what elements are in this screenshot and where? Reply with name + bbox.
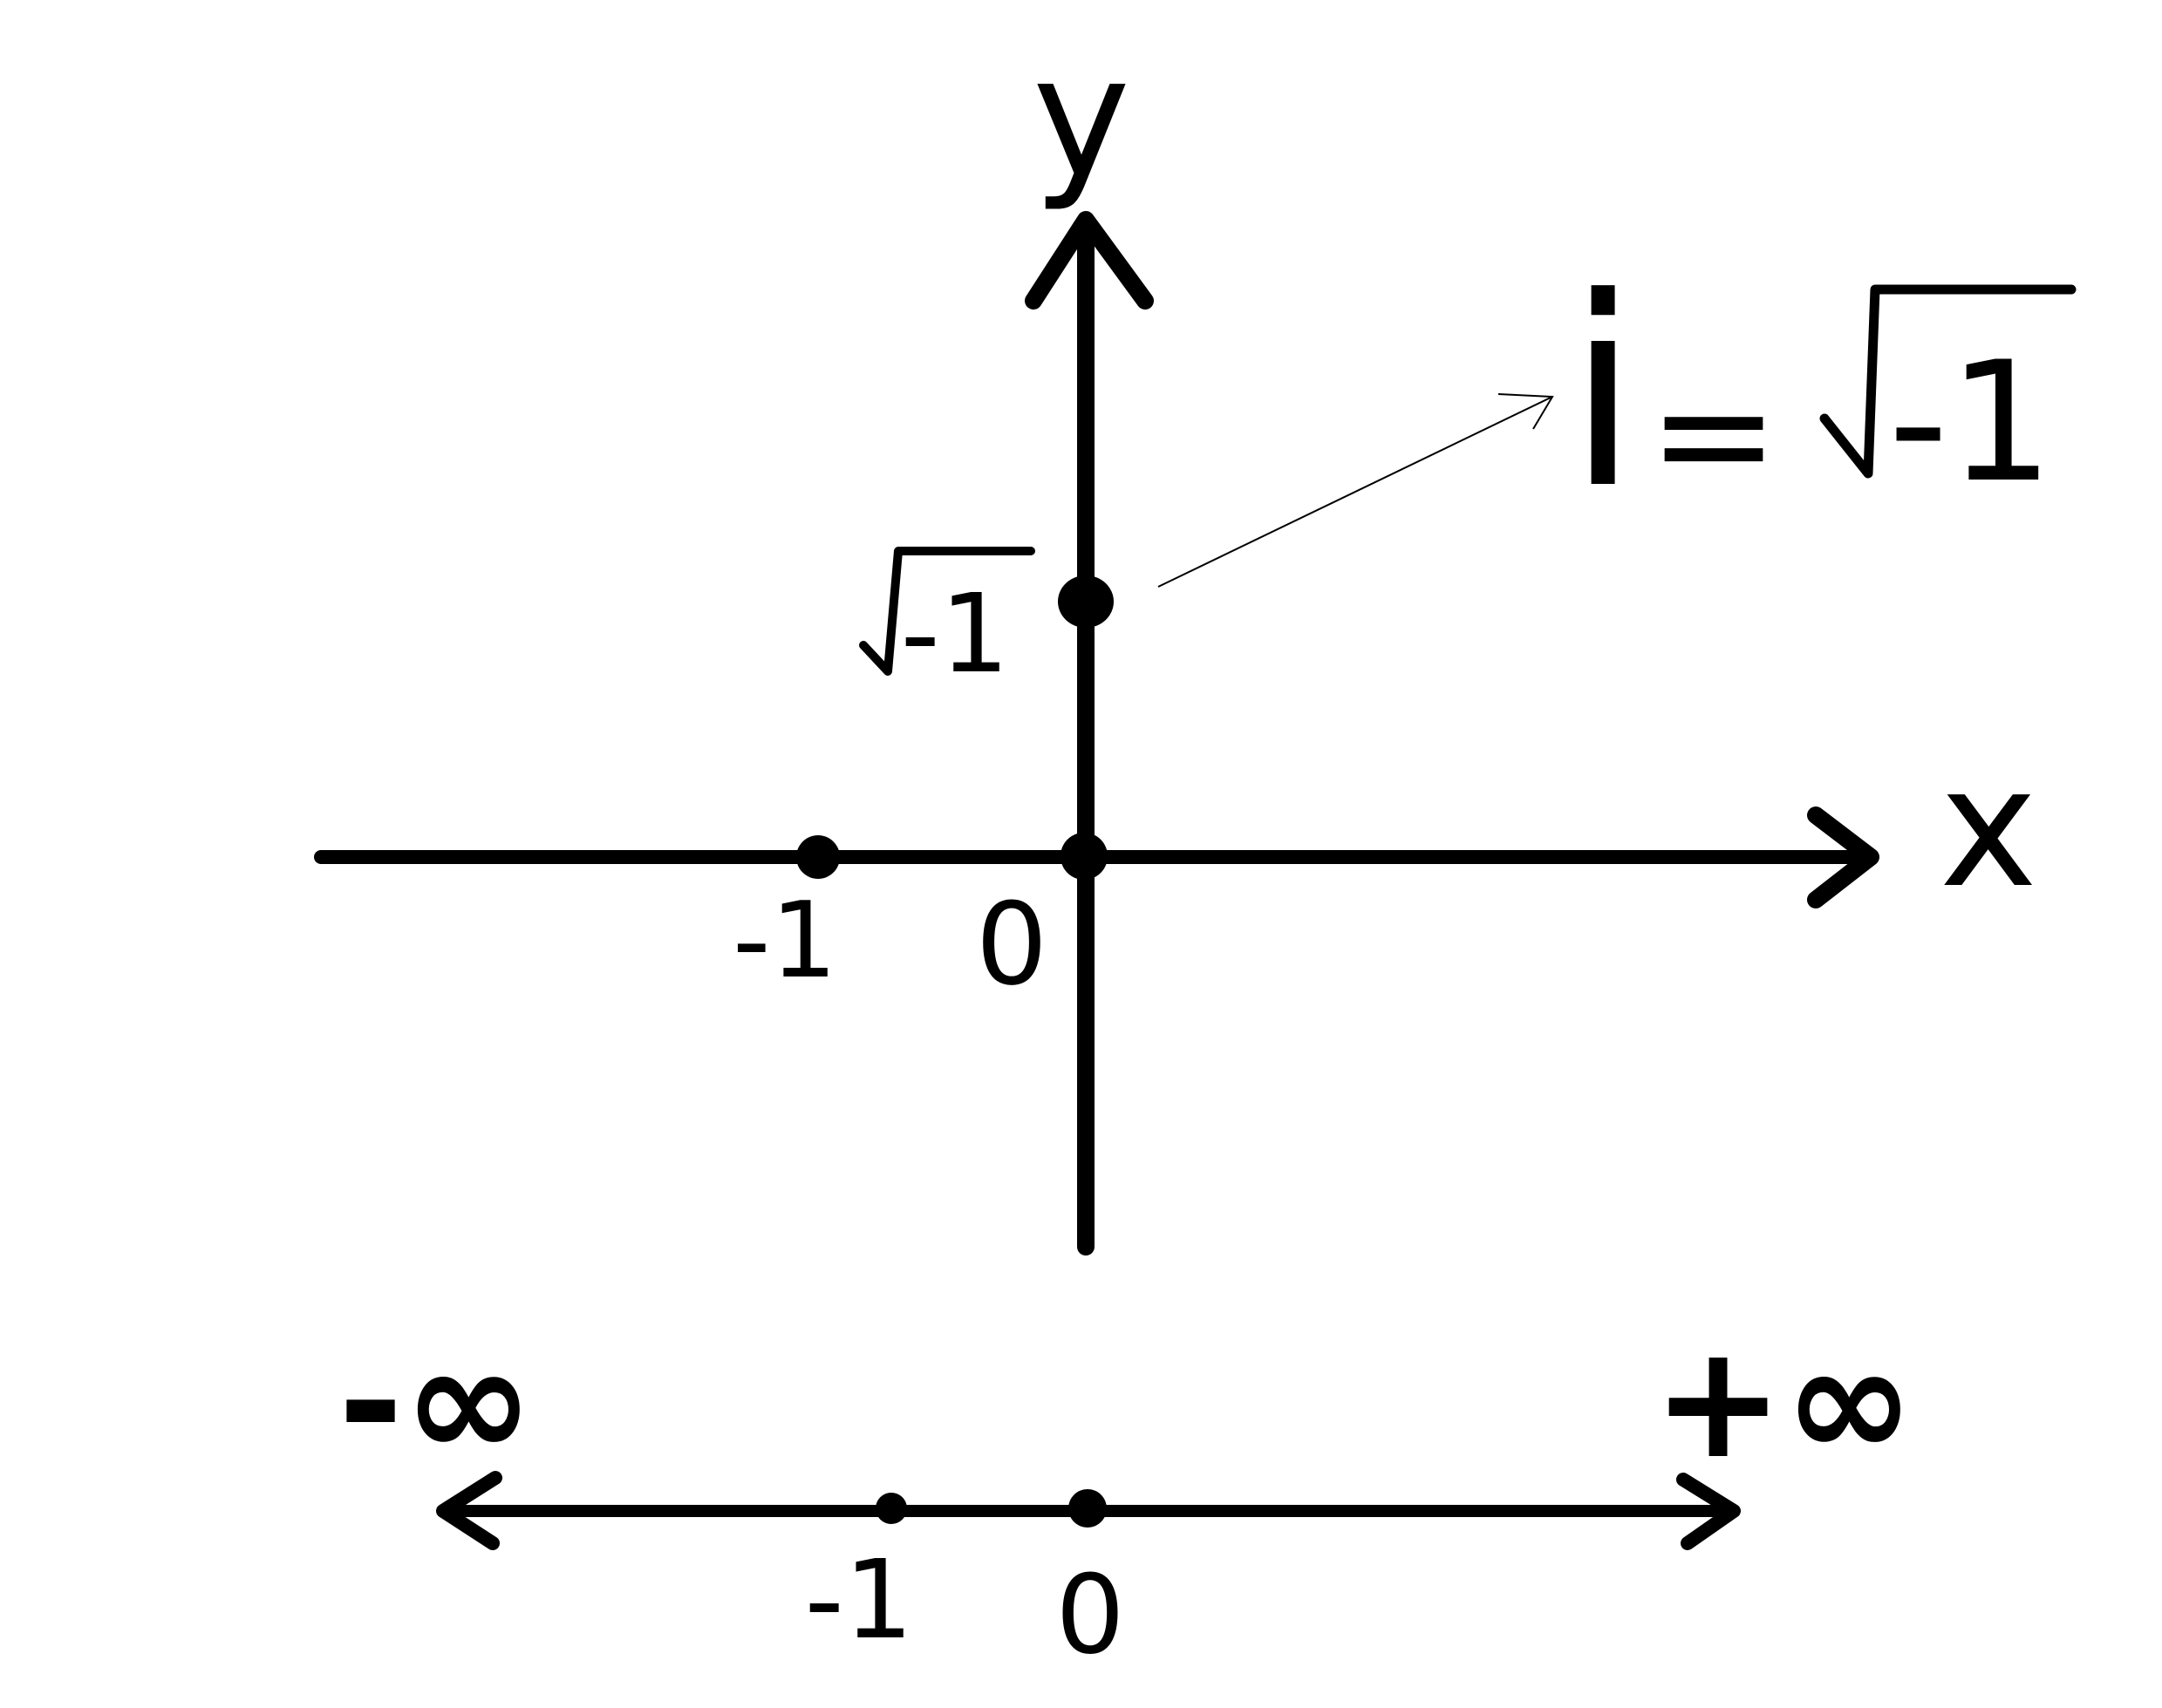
number-line-right-arrowhead	[1676, 1473, 1741, 1550]
formula-radical-sign	[1819, 284, 2077, 479]
neg-one-label: -1	[733, 881, 837, 1002]
sqrt-neg-one-label: -1	[859, 547, 1035, 697]
x-axis-arrowhead	[1807, 806, 1879, 908]
origin-point	[1061, 833, 1108, 880]
number-line-left-arrowhead	[436, 1471, 502, 1550]
neg-one-point	[796, 835, 840, 879]
number-line-neg-one-point	[876, 1493, 907, 1524]
radical-sign	[859, 547, 1035, 676]
formula-lhs: i	[1566, 242, 1639, 546]
y-axis-label: y	[1033, 21, 1130, 214]
neg-infinity-label: -∞	[338, 1311, 535, 1494]
y-axis-arrowhead	[1025, 211, 1154, 310]
number-line: -∞ +∞ -1 0	[338, 1311, 1915, 1678]
sqrt-radicand: -1	[901, 571, 1010, 697]
number-line-zero-label: 0	[1055, 1552, 1125, 1678]
sqrt-neg-one-point	[1058, 575, 1114, 628]
complex-plane: y x -1 0 -1 i = -1	[314, 21, 2077, 1255]
x-axis-label: x	[1940, 732, 2037, 924]
number-line-zero-point	[1068, 1489, 1107, 1528]
formula: i = -1	[1566, 242, 2077, 546]
formula-equals: =	[1648, 344, 1780, 526]
origin-label: 0	[976, 878, 1048, 1011]
pointer-arrow	[1157, 393, 1554, 588]
number-line-neg-one-label: -1	[805, 1537, 914, 1664]
pos-infinity-label: +∞	[1653, 1311, 1915, 1494]
formula-radicand: -1	[1888, 326, 2053, 519]
